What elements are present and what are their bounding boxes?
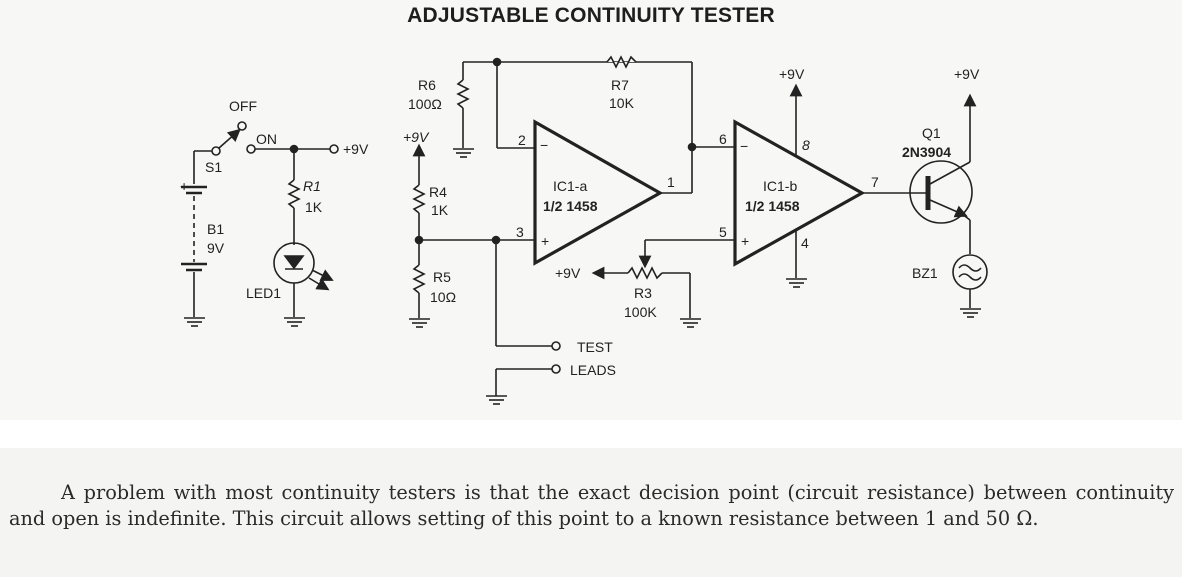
test-label: TEST (577, 339, 613, 355)
r5-value-label: 10Ω (430, 289, 456, 305)
ic1b-ref-label: IC1-b (763, 178, 797, 194)
schematic-panel (0, 0, 1182, 420)
r3-value-label: 100K (624, 304, 657, 320)
q1-ref-label: Q1 (922, 125, 941, 141)
test-lead-ground (486, 364, 561, 405)
ic1a-part-label: 1/2 1458 (543, 198, 598, 214)
ic1a-pin1-label: 1 (667, 174, 675, 190)
r1-led-branch (255, 144, 339, 327)
feedback-r6-r7 (453, 55, 735, 194)
r7-value-label: 10K (609, 95, 635, 111)
ic1b-pin4-label: 4 (801, 235, 809, 251)
ic1b-pin6-label: 6 (719, 131, 727, 147)
ic1a-ref-label: IC1-a (553, 178, 587, 194)
divider-r4-r5 (409, 143, 561, 351)
r5-ref-label: R5 (433, 269, 451, 285)
description-text: A problem with most continuity testers i… (9, 481, 1174, 530)
ic1b-plus-label: + (741, 233, 749, 249)
r4-supply-label: +9V (403, 129, 430, 145)
ic1b-pin5-label: 5 (719, 224, 727, 240)
r3-ref-label: R3 (634, 285, 652, 301)
schematic: OFF ON S1 +9V + B1 9V R1 1K LED1 R6 100Ω… (180, 55, 988, 405)
ground-symbol (184, 317, 205, 327)
switch-off-label: OFF (229, 98, 257, 114)
r6-value-label: 100Ω (408, 96, 442, 112)
switch-on-label: ON (256, 131, 277, 147)
ic1b-pin8-label: 8 (802, 137, 810, 153)
r4-ref-label: R4 (429, 184, 447, 200)
bz1-ref-label: BZ1 (912, 265, 938, 281)
switch-s1[interactable] (194, 121, 256, 156)
ic1a-pin3-label: 3 (516, 224, 524, 240)
ic1a-minus-label: − (540, 137, 548, 153)
battery-b1 (181, 151, 207, 317)
diagram-title: ADJUSTABLE CONTINUITY TESTER (407, 4, 775, 27)
opamp-ic1b (733, 83, 928, 288)
ic1b-supply-label: +9V (779, 66, 805, 82)
transistor-q1 (909, 93, 977, 254)
r4-value-label: 1K (431, 202, 449, 218)
battery-plus-label: + (180, 178, 188, 194)
r3-supply-label: +9V (555, 265, 581, 281)
ic1b-part-label: 1/2 1458 (745, 198, 800, 214)
r6-ref-label: R6 (418, 77, 436, 93)
text-panel (0, 448, 1182, 577)
divider-gap (0, 420, 1182, 448)
led-ref-label: LED1 (246, 285, 281, 301)
supply-label: +9V (343, 141, 369, 157)
ic1a-plus-label: + (541, 233, 549, 249)
q1-part-label: 2N3904 (902, 144, 951, 160)
ic1b-minus-label: − (740, 138, 748, 154)
switch-ref-label: S1 (205, 159, 222, 175)
r1-value-label: 1K (305, 199, 323, 215)
opamp-ic1a (533, 119, 664, 266)
ic1b-pin7-label: 7 (871, 174, 879, 190)
r7-ref-label: R7 (611, 77, 629, 93)
description-paragraph: A problem with most continuity testers i… (9, 480, 1174, 531)
leads-label: LEADS (570, 362, 616, 378)
battery-ref-label: B1 (207, 221, 224, 237)
q1-supply-label: +9V (954, 66, 980, 82)
battery-value-label: 9V (207, 240, 225, 256)
buzzer-bz1 (952, 254, 988, 318)
potentiometer-r3[interactable] (591, 239, 735, 328)
r1-ref-label: R1 (303, 178, 321, 194)
ic1a-pin2-label: 2 (518, 132, 526, 148)
